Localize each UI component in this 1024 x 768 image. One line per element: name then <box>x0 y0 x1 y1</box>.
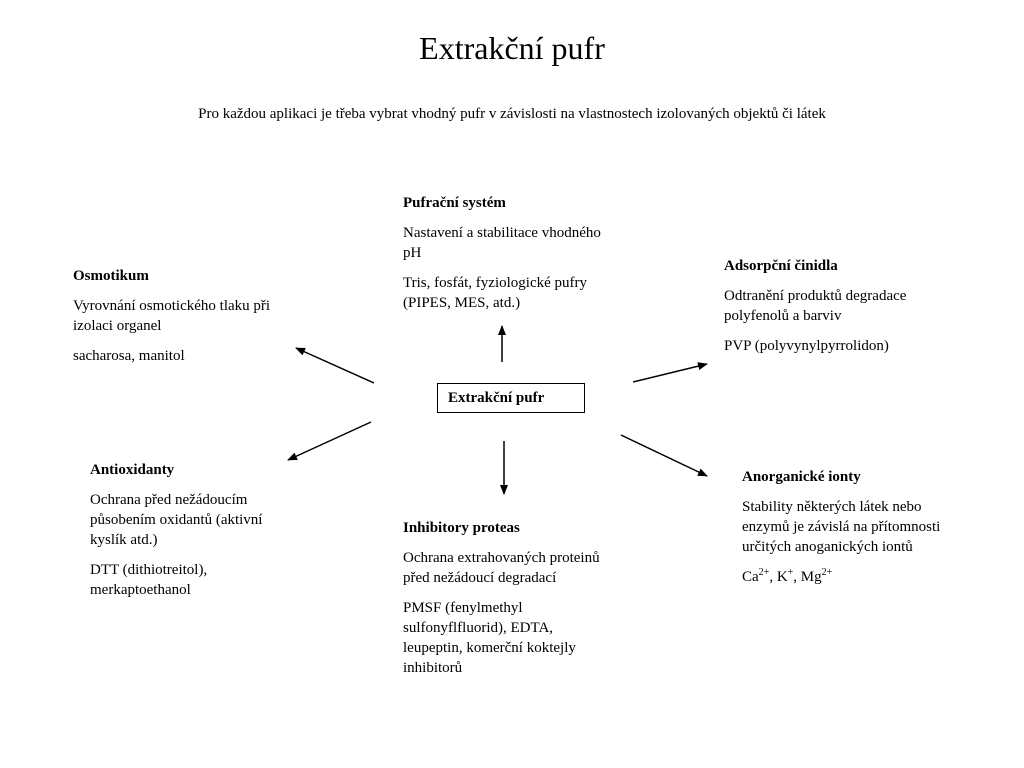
node-adsorpcni-line2: PVP (polyvynylpyrrolidon) <box>724 338 889 354</box>
node-antioxidanty-line2: DTT (dithiotreitol), merkaptoethanol <box>90 562 208 598</box>
node-pufracni-head: Pufrační systém <box>403 195 506 211</box>
ion-ca-charge: 2+ <box>758 567 770 578</box>
arrow-to-anorganicke <box>620 434 708 477</box>
node-osmotikum-line2: sacharosa, manitol <box>73 348 185 364</box>
node-adsorpcni-cinidla: Adsorpční činidla Odtranění produktů deg… <box>724 256 964 366</box>
ion-k-charge: + <box>787 567 794 578</box>
node-osmotikum-line1: Vyrovnání osmotického tlaku při izolaci … <box>73 298 271 334</box>
ion-ca: Ca <box>742 569 759 585</box>
arrow-to-antioxidanty <box>287 421 372 461</box>
node-adsorpcni-line1: Odtranění produktů degradace polyfenolů … <box>724 288 907 324</box>
ion-mg: Mg <box>800 569 822 585</box>
page-title: Extrakční pufr <box>419 30 605 66</box>
node-adsorpcni-head: Adsorpční činidla <box>724 258 838 274</box>
center-node: Extrakční pufr <box>437 383 585 413</box>
node-anorganicke-ionty: Anorganické ionty Stability některých lá… <box>742 467 957 597</box>
arrow-to-osmotikum <box>295 347 375 384</box>
node-inhibitory-line1: Ochrana extrahovaných proteinů před nežá… <box>403 550 600 586</box>
node-osmotikum-head: Osmotikum <box>73 268 149 284</box>
node-antioxidanty-line1: Ochrana před nežádoucím působením oxidan… <box>90 492 263 548</box>
node-inhibitory-line2: PMSF (fenylmethyl sulfonyflfluorid), EDT… <box>403 600 576 676</box>
ion-separator: , <box>769 569 777 585</box>
ion-separator: , <box>793 569 801 585</box>
node-osmotikum: Osmotikum Vyrovnání osmotického tlaku př… <box>73 266 293 376</box>
node-anorganicke-ions: Ca2+, K+, Mg2+ <box>742 567 957 587</box>
node-pufracni-system: Pufrační systém Nastavení a stabilitace … <box>403 193 613 323</box>
ion-mg-charge: 2+ <box>821 567 833 578</box>
node-anorganicke-line1: Stability některých látek nebo enzymů je… <box>742 499 941 555</box>
node-antioxidanty-head: Antioxidanty <box>90 462 175 478</box>
page-subtitle: Pro každou aplikaci je třeba vybrat vhod… <box>198 106 826 122</box>
node-pufracni-line1: Nastavení a stabilitace vhodného pH <box>403 225 601 261</box>
node-pufracni-line2: Tris, fosfát, fyziologické pufry (PIPES,… <box>403 275 587 311</box>
node-inhibitory-proteas: Inhibitory proteas Ochrana extrahovaných… <box>403 518 608 688</box>
node-inhibitory-head: Inhibitory proteas <box>403 520 520 536</box>
node-anorganicke-head: Anorganické ionty <box>742 469 861 485</box>
arrow-to-adsorpcni <box>632 362 708 383</box>
ion-k: K <box>776 569 788 585</box>
node-antioxidanty: Antioxidanty Ochrana před nežádoucím půs… <box>90 460 300 610</box>
